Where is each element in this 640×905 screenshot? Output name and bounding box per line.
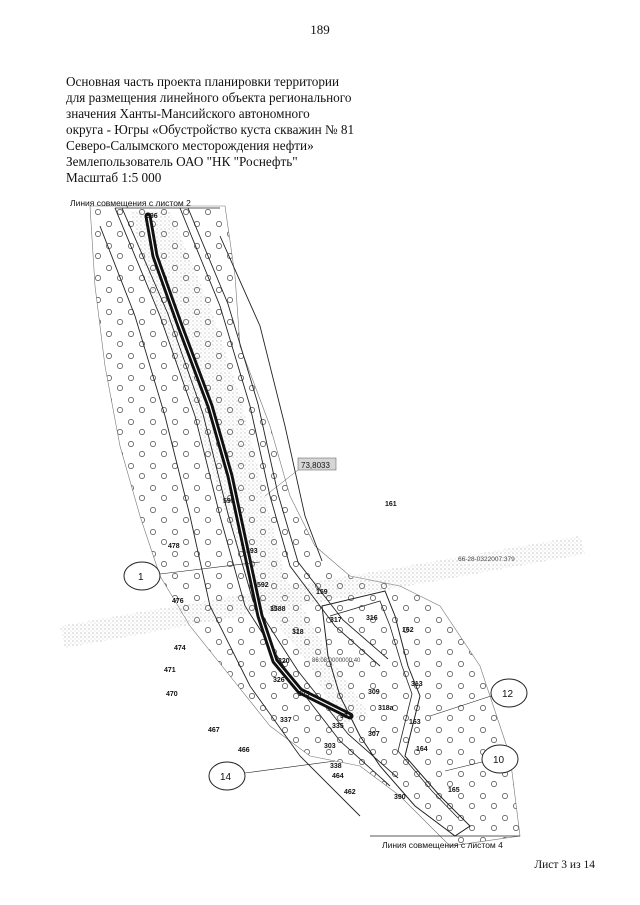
point-number: 303 (324, 743, 336, 750)
elevation-label: 73,8033 (301, 461, 330, 470)
point-number: 595 (223, 498, 235, 505)
point-number: 309 (368, 689, 380, 696)
title-line: для размещения линейного объекта региона… (66, 90, 352, 105)
point-number: 462 (344, 789, 356, 796)
point-number: 320 (278, 658, 290, 665)
point-number: 474 (174, 645, 186, 652)
point-number: 307 (368, 731, 380, 738)
corridor-fill (130, 211, 370, 726)
point-number: 593 (246, 548, 258, 555)
planning-map: Линия совмещения с листом 2 Линия совмещ… (60, 198, 585, 850)
point-number: 331 (340, 713, 352, 720)
point-number: 467 (208, 727, 220, 734)
point-labels: 596 595 593 592 476 478 474 471 470 467 … (146, 213, 460, 801)
point-number: 335 (332, 723, 344, 730)
page-number: 189 (310, 22, 330, 37)
point-number: 159 (316, 589, 328, 596)
callout-12: 12 (429, 678, 528, 717)
point-number: 325 (298, 691, 310, 698)
point-number: 470 (166, 691, 178, 698)
point-number: 596 (146, 213, 158, 220)
point-number: 476 (172, 598, 184, 605)
callout-label: 1 (138, 572, 144, 583)
callout-14: 14 (208, 760, 336, 791)
point-number: 318a (378, 705, 394, 712)
pipeline-centerline (147, 215, 351, 717)
elevation-leader (264, 469, 299, 497)
bottom-match-label: Линия совмещения с листом 4 (382, 840, 503, 850)
top-match-label: Линия совмещения с листом 2 (70, 198, 191, 208)
point-number: 338 (330, 763, 342, 770)
point-number: 313 (411, 681, 423, 688)
sheet-number: Лист 3 из 14 (534, 859, 595, 871)
title-line: значения Ханты-Мансийского автономного (66, 106, 310, 121)
point-number: 592 (257, 582, 269, 589)
callout-label: 10 (493, 755, 505, 766)
point-number: 163 (409, 719, 421, 726)
elevation-box (297, 457, 337, 471)
point-number: 326 (273, 677, 285, 684)
callout-10: 10 (444, 744, 519, 774)
land-user-line: Землепользователь ОАО "НК "Роснефть" (66, 154, 298, 169)
point-number: 316 (366, 615, 378, 622)
callout-1: 1 (123, 561, 261, 591)
point-number: 478 (168, 543, 180, 550)
title-block: Основная часть проекта планировки террит… (66, 74, 406, 186)
point-number: 164 (416, 746, 428, 753)
point-number: 471 (164, 667, 176, 674)
point-number: 161 (385, 501, 397, 508)
cadastral-label: 86:08:0000000:40 (312, 658, 361, 664)
title-line: Северо-Салымского месторождения нефти» (66, 138, 314, 153)
callout-label: 12 (502, 689, 514, 700)
point-number: 390 (394, 794, 406, 801)
well-pad-inner (329, 600, 459, 819)
well-pad (321, 590, 471, 837)
point-number: 318 (292, 629, 304, 636)
title-line: округа - Югры «Обустройство куста скважи… (66, 122, 355, 137)
point-number: 162 (402, 627, 414, 634)
callout-label: 14 (220, 772, 232, 783)
title-line: Основная часть проекта планировки террит… (66, 74, 340, 89)
point-number: 464 (332, 773, 344, 780)
point-number: 3588 (270, 606, 286, 613)
cadastral-label: 66-28-0322007:379 (458, 556, 515, 563)
point-number: 466 (238, 747, 250, 754)
boundary-lines (99, 207, 399, 817)
crossing-band (60, 536, 585, 648)
point-number: 317 (330, 617, 342, 624)
point-number: 337 (280, 717, 292, 724)
scale-line: Масштаб 1:5 000 (66, 170, 162, 185)
point-number: 165 (448, 787, 460, 794)
